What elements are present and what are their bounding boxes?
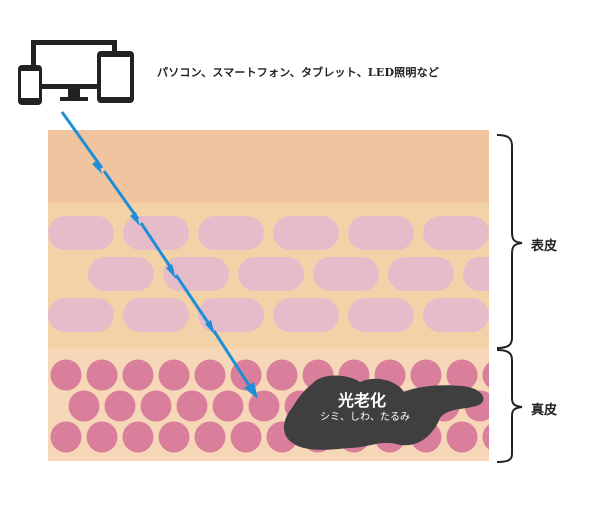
- dermis-cell: [231, 422, 262, 453]
- dermis-cell: [105, 391, 136, 422]
- dermis-cell: [447, 422, 478, 453]
- epidermis-cell: [348, 298, 414, 332]
- dermis-cell: [51, 422, 82, 453]
- devices-label: パソコン、スマートフォン、タブレット、LED照明など: [157, 64, 439, 80]
- dermis-cell: [87, 360, 118, 391]
- tablet-icon: [97, 51, 134, 103]
- epidermis-cell: [423, 216, 489, 250]
- dermis-cell: [267, 360, 298, 391]
- epidermis-cell: [273, 298, 339, 332]
- dermis-cell: [159, 360, 190, 391]
- epidermis-cell: [123, 298, 189, 332]
- epidermis-cell: [388, 257, 454, 291]
- dermis-cell: [159, 422, 190, 453]
- devices-icon-group: [18, 40, 134, 105]
- epidermis-cell: [498, 298, 564, 332]
- dermis-cell: [69, 391, 100, 422]
- dermis-cell: [51, 360, 82, 391]
- dermis-bracket: [497, 350, 522, 462]
- epidermis-cell: [538, 257, 604, 291]
- dermis-cell: [141, 391, 172, 422]
- dermis-cell: [195, 422, 226, 453]
- epidermis-cell: [198, 216, 264, 250]
- dermis-cell: [483, 422, 514, 453]
- dermis-cell: [483, 360, 514, 391]
- epidermis-cell: [238, 257, 304, 291]
- epidermis-cell: [463, 257, 529, 291]
- epidermis-cells: [48, 216, 604, 332]
- dermis-cell: [123, 360, 154, 391]
- epidermis-cell: [48, 216, 114, 250]
- epidermis-cell: [88, 257, 154, 291]
- dermis-cell: [123, 422, 154, 453]
- dermis-cell: [519, 422, 550, 453]
- epidermis-cell: [313, 257, 379, 291]
- epidermis-cell: [48, 298, 114, 332]
- photoaging-subtitle: シミ、しわ、たるみ: [296, 408, 434, 423]
- epidermis-top-layer: [48, 130, 489, 203]
- dermis-cell: [195, 360, 226, 391]
- dermis-cell: [213, 391, 244, 422]
- dermis-cell: [519, 360, 550, 391]
- dermis-label: 真皮: [531, 399, 557, 418]
- epidermis-cell: [348, 216, 414, 250]
- epidermis-cell: [423, 298, 489, 332]
- epidermis-cell: [273, 216, 339, 250]
- smartphone-icon: [18, 65, 42, 105]
- dermis-cell: [177, 391, 208, 422]
- epidermis-label: 表皮: [531, 235, 557, 254]
- epidermis-bracket: [497, 135, 522, 348]
- dermis-cell: [87, 422, 118, 453]
